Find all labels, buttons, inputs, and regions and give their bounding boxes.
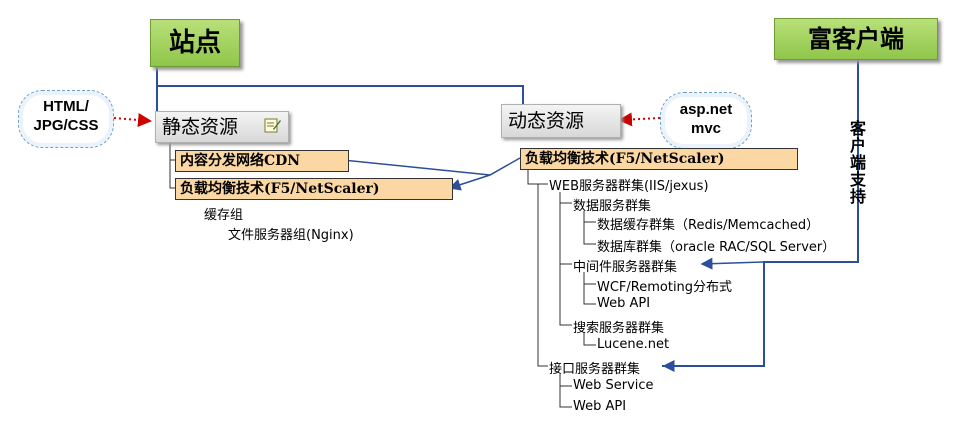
cloud-left-line1: HTML/ — [43, 98, 89, 115]
client-support-char-5: 持 — [849, 187, 866, 206]
client-support-label: 客 户 端 支 持 — [846, 120, 870, 205]
data-cluster-text: 数据服务群集 — [573, 199, 652, 214]
dynamic-resource-box: 动态资源 — [501, 104, 621, 138]
cloud-right-line1: asp.net — [679, 101, 733, 118]
client-support-char-3: 端 — [849, 153, 866, 172]
middleware-text: 中间件服务器群集 — [573, 260, 678, 275]
cloud-dynamic-types: asp.net mvc — [660, 92, 752, 149]
static-resource-label: 静态资源 — [162, 116, 239, 138]
client-support-char-4: 支 — [849, 170, 866, 189]
file-server-text: 文件服务器组(Nginx) — [228, 228, 354, 243]
static-tree-lines — [169, 141, 175, 189]
web-service-text: Web Service — [573, 378, 654, 393]
dynamic-resource-label: 动态资源 — [508, 110, 585, 132]
dynamic-to-lb — [448, 157, 521, 191]
data-cache-text: 数据缓存群集（Redis/Memcached） — [597, 218, 820, 233]
edit-note-icon — [264, 118, 281, 133]
cache-group-text: 缓存组 — [204, 208, 244, 223]
rich-client-box: 富客户端 — [774, 18, 938, 60]
cloud-left-line2: JPG/CSS — [33, 117, 99, 134]
client-support-char-1: 客 — [849, 119, 866, 138]
lucene-text: Lucene.net — [597, 337, 670, 352]
cloud-static-types: HTML/ JPG/CSS — [18, 90, 114, 148]
middleware-arrow — [700, 257, 765, 270]
webapi-if-text: Web API — [573, 399, 627, 414]
static-resource-box: 静态资源 — [155, 111, 289, 143]
dynamic-load-balance-box: 负载均衡技术(F5/NetScaler) — [520, 148, 798, 170]
interface-cluster-text: 接口服务器群集 — [549, 362, 641, 377]
site-box: 站点 — [150, 19, 240, 67]
site-label: 站点 — [168, 28, 221, 58]
db-cluster-text: 数据库群集（oracle RAC/SQL Server） — [597, 240, 836, 255]
site-bracket — [156, 65, 524, 111]
cloud-left-arrow — [113, 113, 152, 127]
cloud-right-line2: mvc — [690, 120, 722, 137]
client-support-char-2: 户 — [849, 136, 866, 155]
webapi-mid-text: Web API — [597, 296, 651, 311]
wcf-text: WCF/Remoting分布式 — [597, 280, 733, 295]
cdn-box: 内容分发网络CDN — [175, 150, 349, 172]
dynamic-tree-lines — [527, 168, 596, 408]
search-cluster-text: 搜索服务器群集 — [573, 321, 665, 336]
cdn-to-dynamic — [342, 159, 491, 176]
web-cluster-text: WEB服务器群集(IIS/jexus) — [549, 179, 709, 194]
rich-client-label: 富客户端 — [808, 24, 904, 53]
cloud-right-arrow — [618, 112, 661, 127]
static-load-balance-box: 负载均衡技术(F5/NetScaler) — [175, 178, 453, 200]
